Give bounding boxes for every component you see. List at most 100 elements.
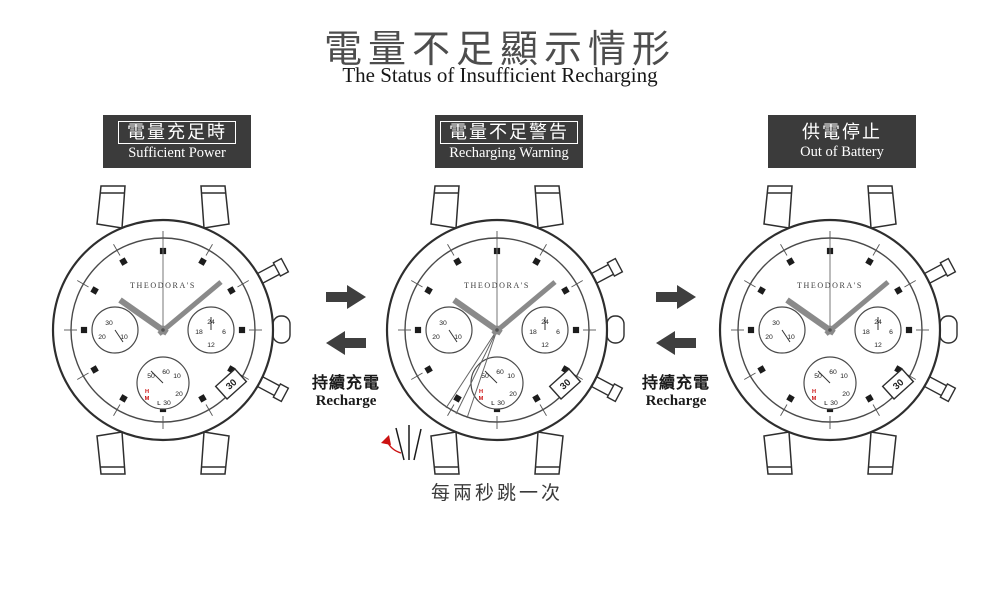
subdial-bottom-number: 50 [814,373,822,380]
pusher-bottom-icon [590,375,624,403]
subdial-bottom-number: 30 [163,400,171,407]
recharge-label-en: Recharge [645,393,707,409]
subdial-bottom-number: 20 [509,391,517,398]
battery-marker-low: L [491,401,495,407]
subdial-left-number: 20 [765,334,773,341]
subdial-right-number: 18 [195,329,203,336]
watch-illustration: THEODORA'S 30 20 10 24 18 6 12 60 50 10 … [718,185,958,475]
state-box-sufficient-power: 電量充足時 Sufficient Power [103,115,251,168]
subdial-left: 30 20 10 [91,306,139,354]
subdial-right-number: 12 [207,342,215,349]
watch-hands [785,280,890,336]
subdial-bottom-number: 30 [497,400,505,407]
subdial-bottom-number: 50 [147,373,155,380]
date-window: 30 [214,367,248,401]
crown-icon [272,315,291,344]
subdial-right-number: 18 [862,329,870,336]
subdial-bottom-number: 30 [830,400,838,407]
recharge-label-zh: 持續充電 [641,375,710,392]
battery-marker-low: L [824,401,828,407]
minute-hand [824,280,890,336]
state-box-out-of-battery: 供電停止 Out of Battery [768,115,916,168]
subdial-bottom-number: 10 [507,373,515,380]
subdial-bottom-number: 50 [481,373,489,380]
hour-hand [118,297,169,336]
subdial-bottom: 60 50 10 20 30 H M L [136,356,190,410]
subdial-bottom-number: 20 [175,391,183,398]
state-label-en: Out of Battery [800,144,884,161]
watch-hands [118,280,223,336]
subdial-right: 24 18 6 12 [854,306,902,354]
jump-caption: 每兩秒跳一次 [430,483,563,504]
subdial-left-number: 30 [772,320,780,327]
battery-marker-low: L [157,401,161,407]
subdial-left: 30 20 10 [758,306,806,354]
subdial-right-number: 6 [556,329,560,336]
battery-marker-high: H [479,389,483,395]
brand-text: THEODORA'S [130,281,196,290]
subdial-right-number: 18 [529,329,537,336]
watch-sufficient-power: THEODORA'S 30 20 10 24 18 6 12 60 50 10 … [45,178,295,478]
subdial-bottom-number: 20 [842,391,850,398]
arrow-left-icon [326,331,366,355]
arrow-right-icon [326,285,366,309]
state-label-zh: 電量充足時 [118,120,236,145]
second-jump-sketch [376,416,424,464]
subdial-left: 30 20 10 [425,306,473,354]
watch-lugs [763,185,897,475]
hour-hand [452,297,503,336]
watch-illustration: THEODORA'S 30 20 10 24 18 6 12 60 50 10 … [385,185,625,475]
subdial-bottom-number: 10 [173,373,181,380]
battery-marker-mid: M [812,396,817,402]
subdial-right-number: 6 [222,329,226,336]
watch-illustration: THEODORA'S 30 20 10 24 18 6 12 60 50 10 … [51,185,291,475]
subdial-bottom-number: 10 [840,373,848,380]
state-label-zh: 供電停止 [802,121,882,142]
pusher-top-icon [256,257,290,285]
subdial-right: 24 18 6 12 [521,306,569,354]
watch-hands [452,280,557,336]
subdial-left-number: 30 [439,320,447,327]
arrow-right-icon [656,285,696,309]
recharge-cycle-left: 持續充電 Recharge [306,285,386,410]
page-title: 電量不足顯示情形 [323,29,676,71]
watch-recharging-warning: THEODORA'S 30 20 10 24 18 6 12 60 50 10 … [379,178,629,478]
subdial-right: 24 18 6 12 [187,306,235,354]
crown-icon [606,315,625,344]
subdial-right-number: 6 [889,329,893,336]
subdial-bottom-number: 60 [162,369,170,376]
battery-marker-mid: M [479,396,484,402]
state-label-en: Sufficient Power [128,145,226,162]
brand-text: THEODORA'S [464,281,530,290]
battery-marker-high: H [145,389,149,395]
hour-hand [785,297,836,336]
subdial-bottom-number: 60 [829,369,837,376]
state-label-zh: 電量不足警告 [440,120,578,145]
subdial-left-number: 10 [120,334,128,341]
jumping-seconds-hands [445,329,498,419]
recharge-label-zh: 持續充電 [311,375,380,392]
arrow-left-icon [656,331,696,355]
minute-hand [491,280,557,336]
crown-icon [939,315,958,344]
subdial-bottom: 60 50 10 20 30 H M L [470,356,524,410]
watch-out-of-battery: THEODORA'S 30 20 10 24 18 6 12 60 50 10 … [712,178,962,478]
brand-text: THEODORA'S [797,281,863,290]
subdial-bottom-number: 60 [496,369,504,376]
subdial-left-number: 10 [787,334,795,341]
battery-marker-mid: M [145,396,150,402]
subdial-left-number: 20 [432,334,440,341]
subdial-left-number: 30 [105,320,113,327]
subdial-bottom: 60 50 10 20 30 H M L [803,356,857,410]
recharge-label-en: Recharge [315,393,377,409]
state-label-en: Recharging Warning [449,145,569,162]
subdial-right-number: 12 [874,342,882,349]
date-window: 30 [548,367,582,401]
date-window: 30 [881,367,915,401]
state-box-recharging-warning: 電量不足警告 Recharging Warning [435,115,583,168]
subdial-right-number: 12 [541,342,549,349]
battery-marker-high: H [812,389,816,395]
minute-hand [157,280,223,336]
watch-lugs [430,185,564,475]
